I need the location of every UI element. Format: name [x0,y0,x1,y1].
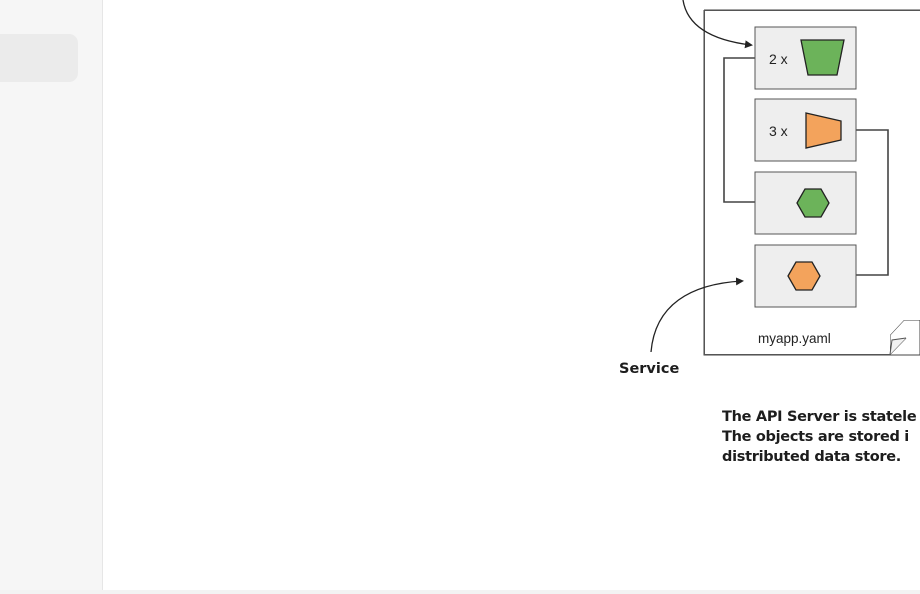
green-hexagon-icon [796,188,830,218]
connector-green [723,57,755,203]
sidebar-item-selected[interactable] [0,34,78,82]
top-arrow [682,0,753,49]
document-folded-corner [889,337,907,355]
orange-hexagon-icon [787,261,821,291]
green-bucket-icon [800,39,845,76]
service-label: Service [619,361,679,377]
file-label: myapp.yaml [758,331,831,346]
caption: The API Server is statele The objects ar… [722,407,920,467]
caption-line-1: The API Server is statele [722,409,917,425]
bottom-band [0,590,920,594]
caption-line-2: The objects are stored i [722,429,909,445]
connector-orange [856,129,889,276]
service-arrow [650,277,744,353]
row-multiplier-1: 2 x [769,51,788,67]
row-multiplier-2: 3 x [769,123,788,139]
orange-bucket-icon [805,112,842,149]
sidebar [0,0,103,594]
caption-line-3: distributed data store. [722,449,901,465]
